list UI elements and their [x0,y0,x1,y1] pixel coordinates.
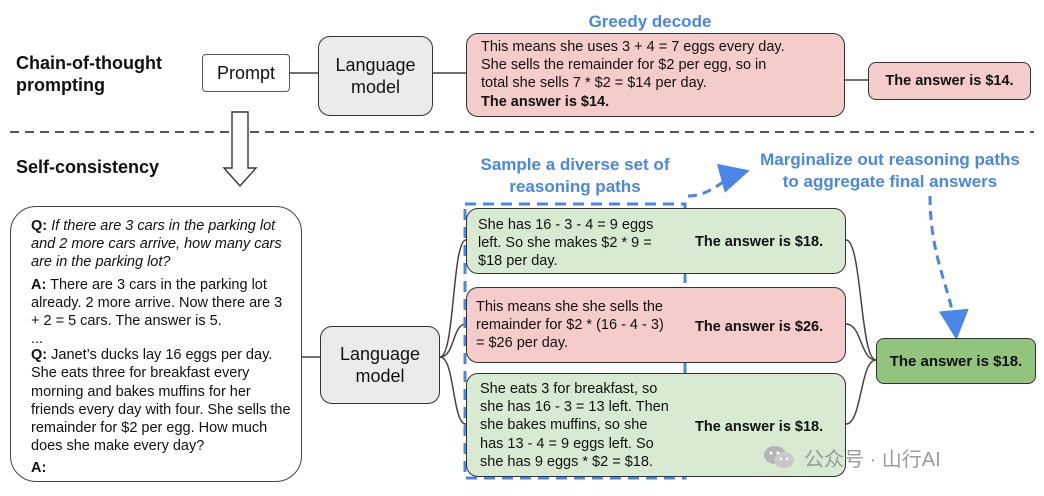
example-question: Q: If there are 3 cars in the parking lo… [31,217,291,272]
path-3-answer: The answer is $18. [695,419,824,435]
a1-label: A: [31,276,47,293]
lm-to-path1-curve [439,239,467,358]
lm-to-path2-curve [439,323,467,358]
watermark-text: 公众号 · 山行AI [804,448,941,471]
prompt-box: Prompt [202,54,290,92]
path-box-1: She has 16 - 3 - 4 = 9 eggs left. So she… [466,208,846,274]
language-model-box-bottom: Language model [320,326,440,404]
q1-text: If there are 3 cars in the parking lot a… [31,218,282,271]
q2-text: Janet’s ducks lay 16 eggs per day. She e… [31,347,291,455]
q1-label: Q: [31,218,48,234]
reasoning-paths-dashed-box [463,202,687,480]
language-model-box-top: Language model [318,36,433,116]
example-answer: A: There are 3 cars in the parking lot a… [31,276,291,331]
few-shot-prompt-box: Q: If there are 3 cars in the parking lo… [10,206,302,482]
q2-label: Q: [31,347,48,364]
greedy-reasoning-answer: The answer is $14. [481,93,610,110]
path2-to-final-curve [845,323,877,361]
greedy-reasoning-line-2: She sells the remainder for $2 per egg, … [481,57,767,74]
path-2-reasoning: This means she she sells the remainder f… [476,299,664,352]
greedy-reasoning-line-1: This means she uses 3 + 4 = 7 eggs every… [481,39,785,55]
self-consistency-label: Self-consistency [16,157,160,177]
marginalize-to-final-arrow [928,195,969,340]
hollow-down-arrow [222,111,258,188]
greedy-final-answer: The answer is $14. [868,62,1031,100]
a1-text: There are 3 cars in the parking lot alre… [31,276,283,330]
greedy-decode-title: Greedy decode [588,12,712,31]
marginalize-title: Marginalize out reasoning paths to aggre… [760,150,1020,191]
path-3-reasoning: She eats 3 for breakfast, so she has 16 … [480,381,669,470]
path-1-reasoning: She has 16 - 3 - 4 = 9 eggs left. So she… [478,217,654,270]
path3-to-final-curve [845,359,877,425]
ellipsis: ... [31,331,44,348]
a2-label: A: [31,460,47,477]
target-question: Q: Janet’s ducks lay 16 eggs per day. Sh… [31,346,291,455]
aggregated-final-answer: The answer is $18. [876,338,1036,384]
path1-to-final-curve [845,239,877,361]
wechat-icon [764,446,794,468]
sample-paths-title: Sample a diverse set of reasoning paths [480,155,670,196]
sample-to-marginalize-arrow [687,163,750,198]
lm-to-path3-curve [439,356,467,425]
greedy-reasoning-box: This means she uses 3 + 4 = 7 eggs every… [466,33,845,117]
cot-prompting-label: Chain-of-thought prompting [16,53,162,95]
watermark: 公众号 · 山行AI [762,444,1032,471]
path-box-2: This means she she sells the remainder f… [466,287,846,363]
greedy-reasoning-line-3: total she sells 7 * $2 = $14 per day. [481,75,707,92]
path-1-answer: The answer is $18. [695,234,824,250]
target-answer-prefix: A: [31,459,291,477]
path-2-answer: The answer is $26. [695,319,824,335]
